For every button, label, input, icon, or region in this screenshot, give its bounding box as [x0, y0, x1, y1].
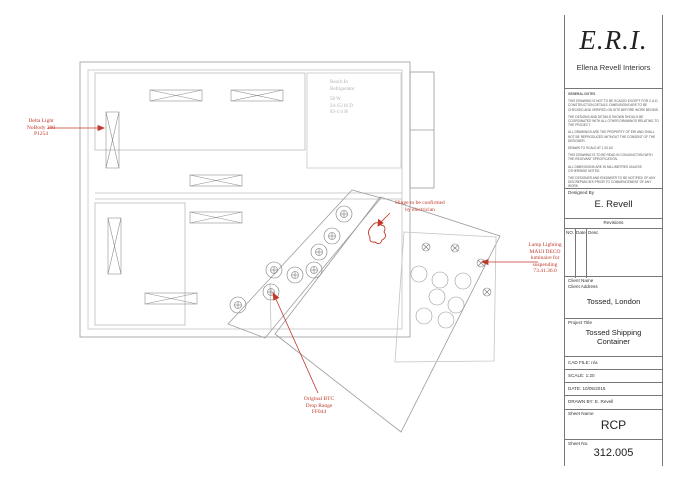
sheet-no-label: Sheet No. [568, 441, 589, 446]
note-text: THIS DRAWING IS TO BE READ IN CONJUNCTIO… [568, 153, 653, 162]
general-notes: GENERAL NOTES THIS DRAWING IS NOT TO BE … [565, 88, 662, 188]
light-fitting [230, 89, 284, 102]
company-name: Ellena Revell Interiors [576, 63, 651, 72]
note-text: THIS DRAWING IS NOT TO BE SCALED EXCEPT … [568, 99, 659, 112]
note-line: Delta Light [28, 118, 54, 124]
revisions-label: Revisions [603, 220, 624, 225]
note-line: NoBody 200 [26, 124, 56, 131]
hinge-note: Hinge to be confirmed by electrician [380, 200, 460, 213]
fridge-line: 24-15/16 D [330, 103, 353, 109]
cad-file: CAD FILE: n/a [565, 356, 662, 369]
pendant-light [262, 283, 280, 301]
delta-light-fitting [105, 111, 120, 169]
scale: SCALE: 1:20 [565, 369, 662, 382]
sheet-name-value: RCP [600, 418, 627, 432]
suspended-luminaire [437, 311, 455, 329]
note-line: Original BTC [303, 396, 335, 402]
light-fitting [107, 217, 122, 275]
note-line: 73.41.36.0 [533, 268, 557, 275]
note-line: FF044 [311, 409, 327, 416]
pendant-light [286, 266, 304, 284]
downlight-symbol [421, 242, 431, 252]
sheet-number-section: Sheet No. 312.005 [565, 439, 662, 466]
fridge-line: 83-1/4 H [330, 110, 348, 115]
pendant-light [323, 227, 341, 245]
note-line: by electrician [405, 206, 435, 213]
note-text: DRAWN TO SCALE AT 1:20 A3 [568, 146, 613, 151]
client-label: Client Name Client Address [568, 278, 598, 289]
rev-header-desc: Desc [588, 230, 599, 235]
suspended-luminaire [454, 272, 472, 290]
light-fitting [189, 174, 243, 187]
container-inner-wall [87, 69, 403, 330]
container-outline [79, 61, 411, 338]
revisions-grid: NO. Date Desc [565, 228, 662, 278]
downlight-symbol [450, 243, 460, 253]
project-section: Project Title Tossed Shipping Container [565, 318, 662, 356]
suspended-luminaire [410, 265, 428, 283]
client-value: Tossed, London [586, 297, 641, 307]
note-text: ALL DIMENSIONS ARE IN MILLIMETRES UNLESS… [568, 164, 642, 173]
drawn-by-row: DRAWN BY: E. Revell [565, 395, 662, 409]
note-line: P1254 [33, 131, 49, 138]
note-line: MAUI DECO [529, 248, 561, 255]
pendant-light [305, 261, 323, 279]
note-line: Lamp Lighting [528, 242, 562, 248]
designed-by-section: Designed By E. Revell [565, 188, 662, 218]
note-line: Drop Range [305, 402, 333, 409]
note-text: THE DESIGNER AND ENGINEER TO BE NOTIFIED… [568, 176, 656, 188]
drawn-by: DRAWN BY: E. Revell [568, 399, 614, 404]
original-btc-note: Original BTC Drop Range FF044 [292, 396, 346, 416]
fridge-line: Refrigerator [330, 86, 355, 92]
project-label: Project Title [568, 320, 592, 325]
light-fitting [189, 211, 243, 224]
diagonal-counter [227, 189, 382, 339]
designed-by-label: Designed By [568, 190, 595, 195]
reach-in-refrigerator [306, 72, 402, 169]
title-block: E.R.I. Ellena Revell Interiors GENERAL N… [564, 15, 663, 466]
note-line: Hinge to be confirmed [395, 200, 445, 206]
rotated-kiosk [274, 196, 501, 433]
company-logo: E.R.I. [579, 25, 648, 55]
sheet-no-value: 312.005 [593, 447, 634, 459]
refrigerator-label: Reach In Refrigerator 58 W 24-15/16 D 83… [330, 80, 390, 117]
suspended-luminaire [447, 296, 465, 314]
pendant-light [229, 296, 247, 314]
revisions-table: Revisions NO. Date Desc [565, 218, 662, 278]
light-fitting [149, 89, 203, 102]
note-text: THE DESIGNS AND DETAILS SHOWN SHOULD BE … [568, 114, 659, 128]
sheet-name-label: Sheet Name [568, 411, 594, 416]
pendant-light [265, 261, 283, 279]
rev-header-no: NO. [566, 230, 575, 235]
light-fitting [144, 292, 198, 305]
delta-light-note: Delta Light NoBody 200 P1254 [14, 118, 68, 138]
suspended-luminaire [428, 288, 446, 306]
pendant-light [335, 205, 353, 223]
suspended-luminaire [431, 271, 449, 289]
suspended-luminaire [415, 307, 433, 325]
note-line: luminaire for [530, 255, 560, 262]
client-section: Client Name Client Address Tossed, Londo… [565, 276, 662, 318]
rcp-floor-plan [48, 61, 538, 433]
lamp-lighting-note: Lamp Lighting MAUI DECO luminaire for su… [520, 242, 570, 275]
hinge-symbol [367, 222, 387, 245]
fridge-line: 58 W [330, 97, 341, 102]
note-line: suspending [532, 261, 558, 268]
general-notes-title: GENERAL NOTES [568, 92, 596, 96]
downlight-symbol [482, 287, 492, 297]
pendant-light [310, 243, 328, 261]
date: DATE: 10/05/2015 [565, 382, 662, 395]
fridge-line: Reach In [330, 80, 348, 85]
designed-by-value: E. Revell [594, 199, 633, 210]
rev-header-date: Date [576, 230, 586, 235]
note-text: ALL DRAWINGS ARE THE PROPERTY OF ERI AND… [568, 130, 656, 143]
project-value: Tossed Shipping Container [585, 328, 642, 346]
